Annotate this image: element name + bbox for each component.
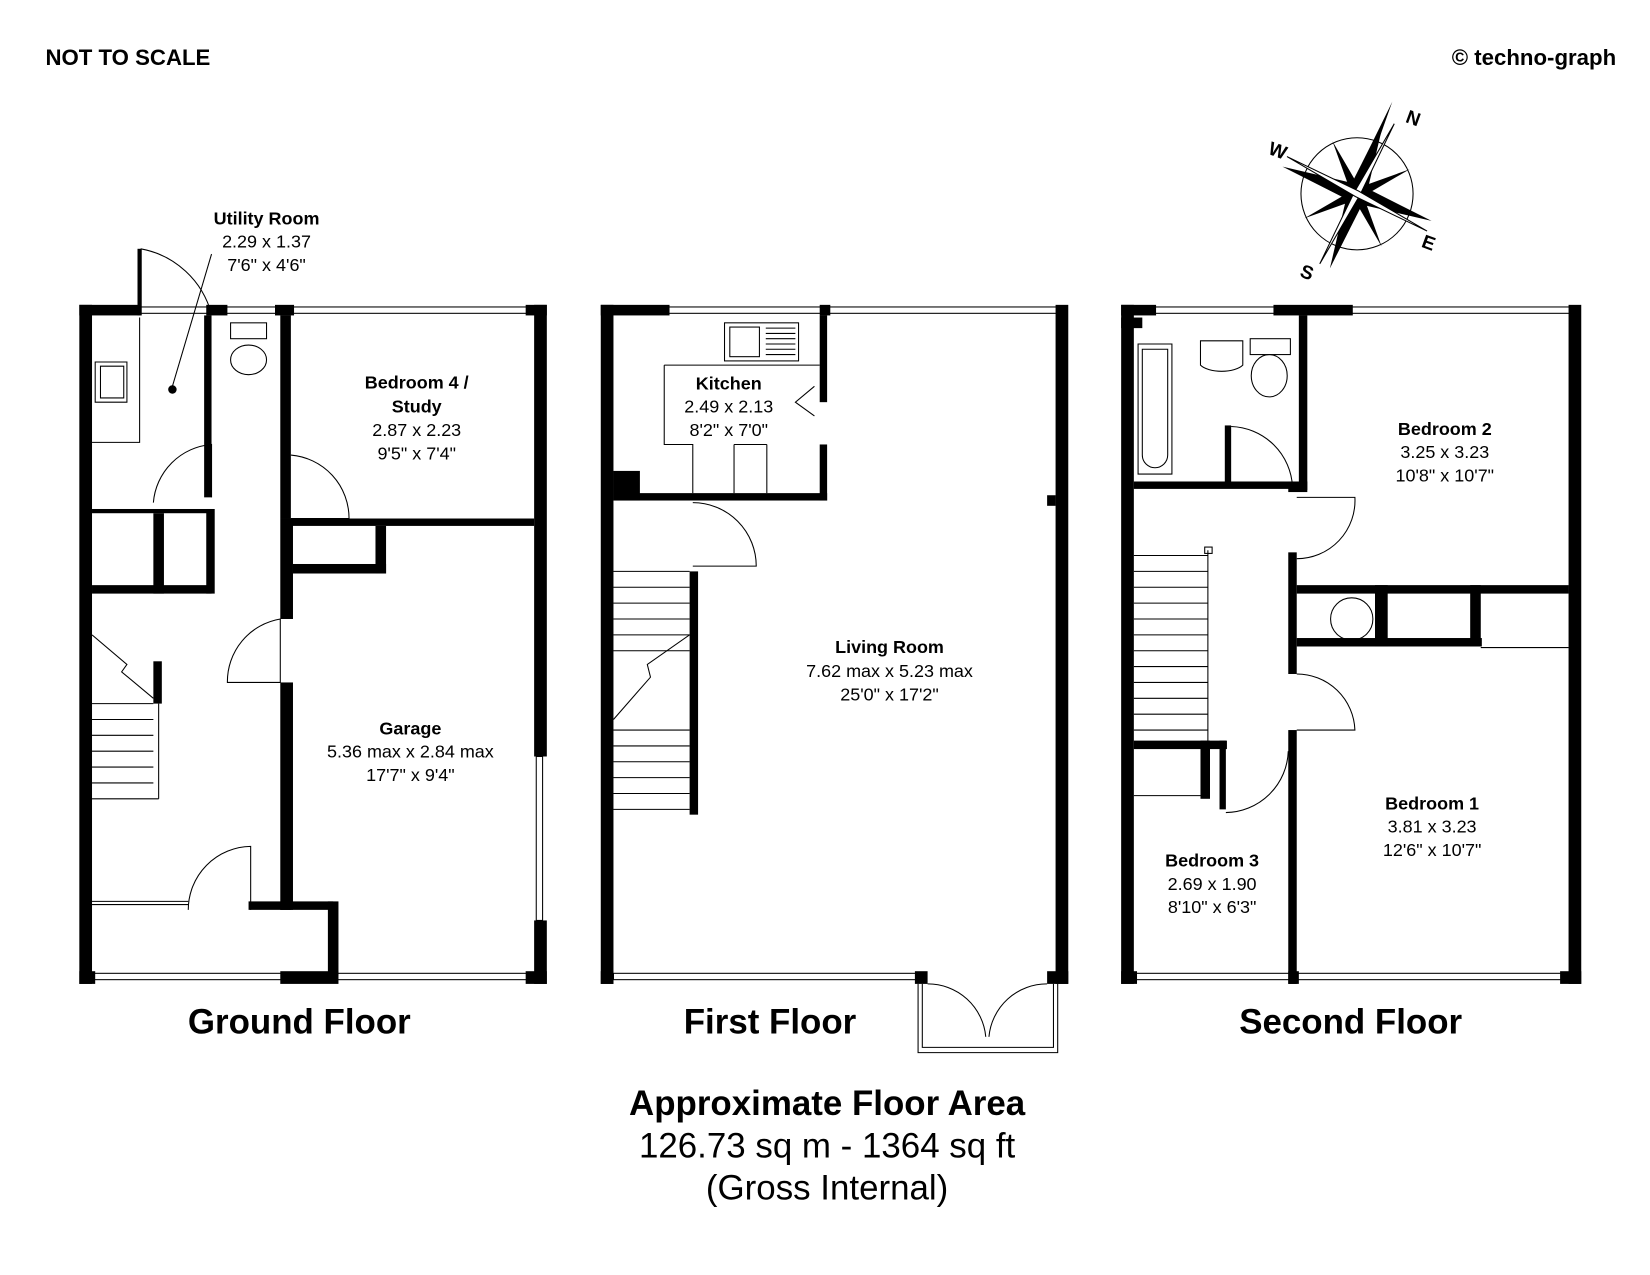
garage-imperial: 17'7" x 9'4" xyxy=(366,765,455,785)
bedroom-2-metric: 3.25 x 3.23 xyxy=(1400,442,1489,462)
compass-n: N xyxy=(1403,107,1423,131)
bedroom-4-name-line2: Study xyxy=(392,397,442,417)
compass-s: S xyxy=(1297,261,1316,285)
bedroom-1-metric: 3.81 x 3.23 xyxy=(1388,817,1477,837)
second-floor-title: Second Floor xyxy=(1239,1003,1462,1042)
copyright: © techno-graph xyxy=(1452,45,1616,70)
compass-rose-icon: N E S W xyxy=(1265,101,1438,285)
compass-w: W xyxy=(1265,139,1289,165)
bedroom-4-name-line1: Bedroom 4 / xyxy=(365,372,469,392)
ground-floor-plan: Utility Room 2.29 x 1.37 7'6" x 4'6" Bed… xyxy=(79,208,547,1042)
bedroom-3-imperial: 8'10" x 6'3" xyxy=(1168,897,1257,917)
first-floor-plan: Kitchen 2.49 x 2.13 8'2" x 7'0" Living R… xyxy=(600,304,1069,1054)
bedroom-3-metric: 2.69 x 1.90 xyxy=(1168,874,1257,894)
compass-e: E xyxy=(1419,232,1438,256)
ground-stairs xyxy=(91,634,160,800)
ground-floor-title: Ground Floor xyxy=(188,1003,411,1042)
utility-room-imperial: 7'6" x 4'6" xyxy=(227,255,306,275)
bedroom-3-name: Bedroom 3 xyxy=(1165,850,1259,870)
area-title: Approximate Floor Area xyxy=(629,1084,1026,1123)
bedroom-2-imperial: 10'8" x 10'7" xyxy=(1396,465,1495,485)
living-room-name: Living Room xyxy=(835,637,944,657)
utility-room-name: Utility Room xyxy=(214,208,320,228)
garage-metric: 5.36 max x 2.84 max xyxy=(327,742,494,762)
garage-name: Garage xyxy=(379,718,441,738)
living-room-imperial: 25'0" x 17'2" xyxy=(840,684,939,704)
first-stairs xyxy=(613,570,690,810)
area-value: 126.73 sq m - 1364 sq ft xyxy=(639,1126,1016,1165)
second-floor-plan: Bedroom 2 3.25 x 3.23 10'8" x 10'7" Bedr… xyxy=(1121,304,1582,1042)
bedroom-1-imperial: 12'6" x 10'7" xyxy=(1383,840,1482,860)
kitchen-imperial: 8'2" x 7'0" xyxy=(689,420,768,440)
first-floor-title: First Floor xyxy=(684,1003,857,1042)
second-stairs xyxy=(1133,546,1213,741)
area-note: (Gross Internal) xyxy=(706,1169,948,1208)
bedroom-1-name: Bedroom 1 xyxy=(1385,793,1479,813)
bedroom-4-metric: 2.87 x 2.23 xyxy=(372,420,461,440)
utility-room-metric: 2.29 x 1.37 xyxy=(222,232,311,252)
scale-note: NOT TO SCALE xyxy=(45,45,210,70)
kitchen-name: Kitchen xyxy=(696,373,762,393)
kitchen-metric: 2.49 x 2.13 xyxy=(684,397,773,417)
living-room-metric: 7.62 max x 5.23 max xyxy=(806,661,973,681)
bedroom-2-name: Bedroom 2 xyxy=(1398,419,1492,439)
bedroom-4-imperial: 9'5" x 7'4" xyxy=(377,443,456,463)
